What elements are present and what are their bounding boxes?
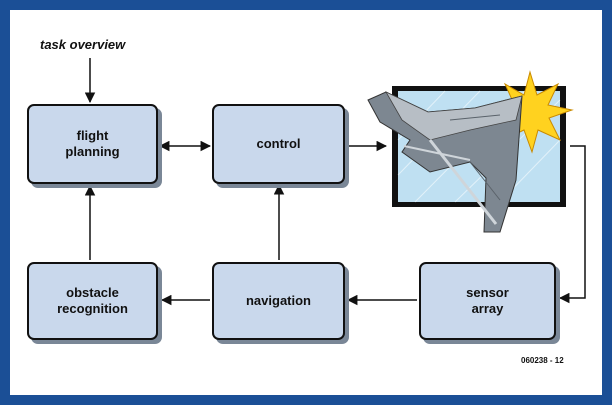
figure-reference: 060238 - 12 <box>521 356 564 365</box>
arrow-aircraft-to-sensor <box>558 145 586 304</box>
task-overview-label: task overview <box>40 37 126 52</box>
obstacle-recognition-block: obstacle recognition <box>27 262 158 340</box>
aircraft-screen <box>367 70 574 233</box>
navigation-block: navigation <box>212 262 345 340</box>
flight-planning-block: flight planning <box>27 104 158 184</box>
stealth-aircraft-icon <box>367 91 523 233</box>
sensor-array-block: sensor array <box>419 262 556 340</box>
control-block: control <box>212 104 345 184</box>
